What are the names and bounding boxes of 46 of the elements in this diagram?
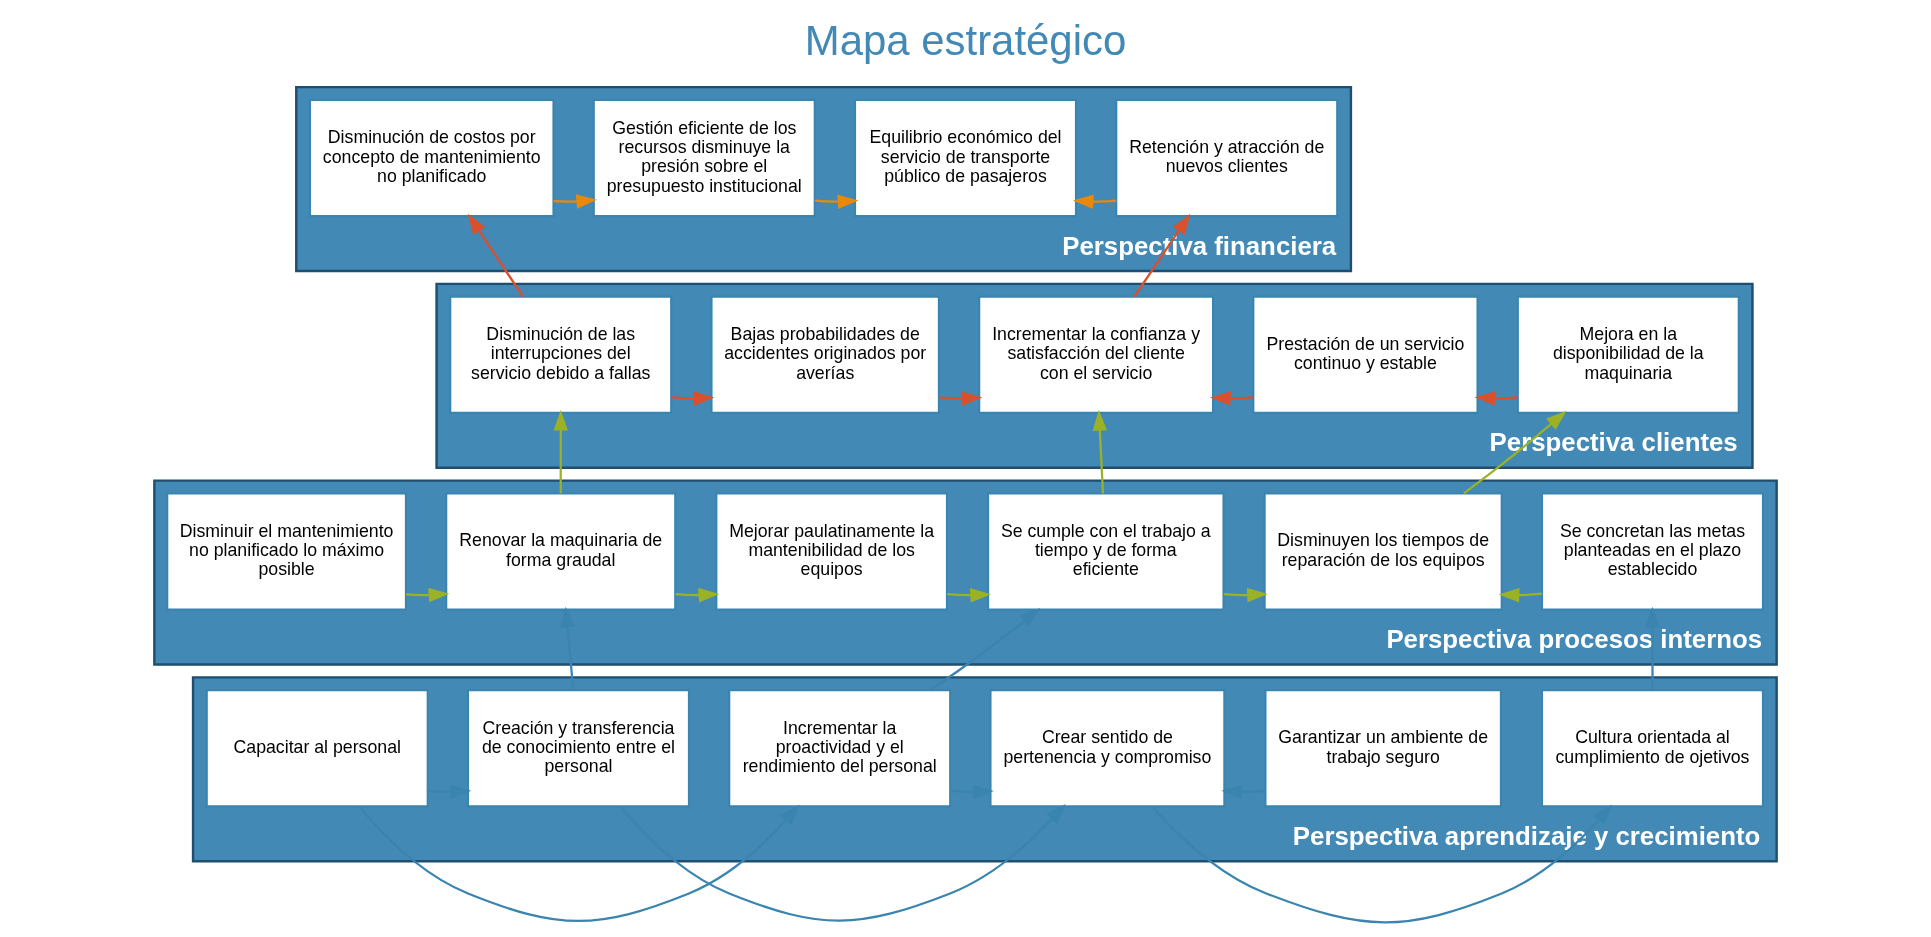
arrow <box>1092 409 1108 494</box>
node-box: Capacitar al personal <box>205 689 429 808</box>
arrow <box>1223 587 1268 603</box>
arrow <box>553 409 568 494</box>
arrow <box>1221 784 1266 800</box>
node-box: Se concretan las metas planteadas en el plazo establecido <box>1540 492 1764 611</box>
arrow <box>671 391 715 406</box>
arrow <box>938 391 983 406</box>
node-box: Renovar la maquinaria de forma graudal <box>445 492 677 611</box>
arrow <box>620 803 1066 922</box>
arrow <box>1210 391 1254 406</box>
node-box: Equilibrio económico del servicio de transporte público de pasajeros <box>854 99 1077 218</box>
node-box: Creación y transferencia de conocimiento entre el personal <box>466 689 690 808</box>
arrow <box>1645 606 1660 691</box>
arrow <box>947 587 991 603</box>
arrow <box>1151 804 1613 924</box>
arrow <box>950 784 994 800</box>
node-box: Se cumple con el trabajo a tiempo y de forma eficiente <box>987 492 1225 611</box>
node-box: Disminución de costos por concepto de mantenimiento no planificado <box>308 99 555 218</box>
arrow <box>929 607 1041 691</box>
node-box: Incrementar la proactividad y el rendimiento del personal <box>728 689 952 808</box>
arrow <box>1072 194 1117 209</box>
arrow <box>467 213 524 298</box>
node-box: Garantizar un ambiente de trabajo seguro <box>1264 689 1502 808</box>
arrow <box>427 784 472 800</box>
node-box: Incrementar la confianza y satisfacción del cliente con el servicio <box>978 295 1215 414</box>
arrow <box>560 606 575 691</box>
arrow <box>814 194 859 209</box>
arrow <box>405 587 450 603</box>
node-box: Disminuyen los tiempos de reparación de los equipos <box>1263 492 1503 611</box>
node-box: Retención y atracción de nuevos clientes <box>1115 99 1339 218</box>
node-box: Mejora en la disponibilidad de la maquinaria <box>1516 295 1740 414</box>
diagram-title: Mapa estratégico <box>804 16 1127 64</box>
node-box: Gestión eficiente de los recursos disminuye la presión sobre el presupuesto institucional <box>592 99 816 218</box>
arrow <box>1498 587 1543 603</box>
node-box: Bajas probabilidades de accidentes originados por averías <box>710 295 940 414</box>
node-box: Cultura orientada al cumplimiento de ojetivos <box>1540 689 1764 808</box>
node-box: Crear sentido de pertenencia y compromiso <box>989 689 1226 808</box>
arrow <box>358 804 800 923</box>
node-box: Disminuir el mantenimiento no planificado lo máximo posible <box>166 492 407 611</box>
arrow <box>675 587 720 603</box>
node-box: Prestación de un servicio continuo y estable <box>1252 295 1479 414</box>
node-box: Mejorar paulatinamente la mantenibilidad de los equipos <box>715 492 948 611</box>
arrow <box>553 194 598 209</box>
node-box: Disminución de las interrupciones del servicio debido a fallas <box>449 295 673 414</box>
arrow <box>1474 391 1518 406</box>
